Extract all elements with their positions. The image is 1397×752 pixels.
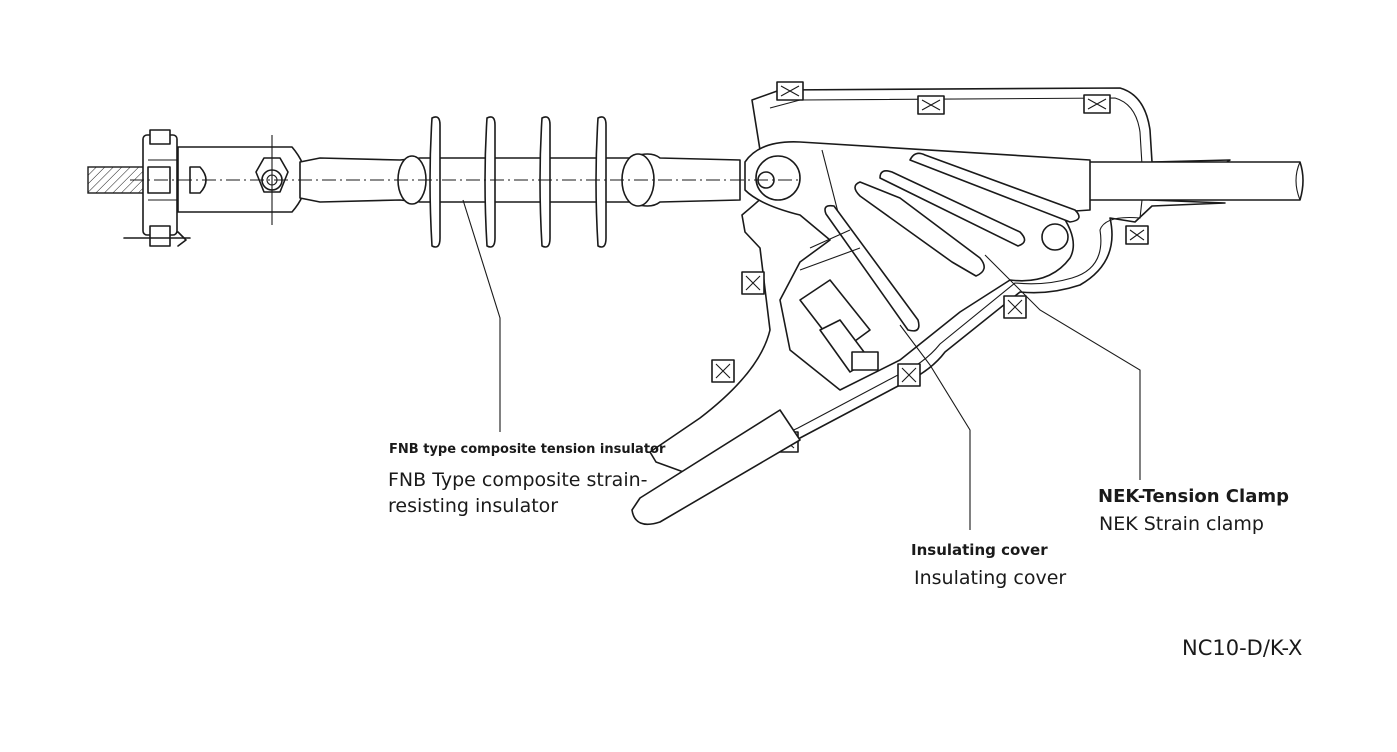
cover-label-primary: Insulating cover	[911, 541, 1048, 559]
insulator-sheds	[429, 116, 607, 248]
leader-lines	[462, 199, 1141, 530]
clamp-label-secondary: NEK Strain clamp	[1099, 513, 1264, 535]
insulator-label-line2: resisting insulator	[388, 495, 559, 517]
tension-clamp	[744, 141, 1091, 391]
cover-label-secondary: Insulating cover	[914, 567, 1067, 589]
insulator-label-line1: FNB Type composite strain-	[388, 469, 648, 491]
socket-nut	[255, 135, 289, 225]
conductor	[631, 161, 1304, 526]
clevis-fitting	[123, 129, 307, 247]
model-number: NC10-D/K-X	[1182, 636, 1303, 660]
cover-tabs	[711, 81, 1149, 453]
clamp-label-primary: NEK-Tension Clamp	[1098, 486, 1289, 507]
insulator-label-primary: FNB type composite tension insulator	[389, 442, 666, 457]
